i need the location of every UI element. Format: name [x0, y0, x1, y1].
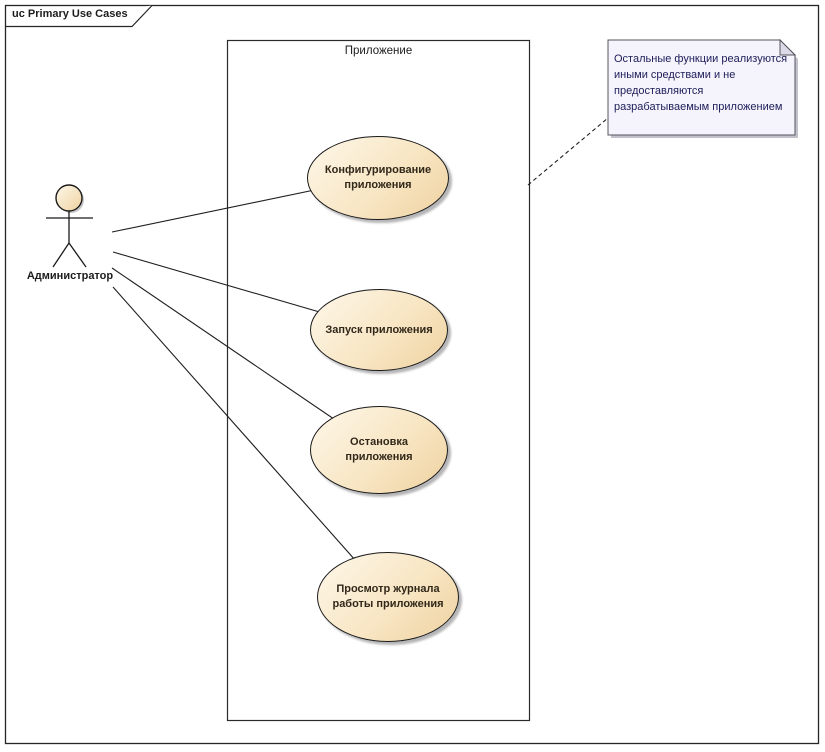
- usecase-start-application: Запуск приложения: [310, 289, 448, 371]
- usecase-label: Запуск приложения: [325, 323, 433, 336]
- diagram-frame: [4, 4, 820, 745]
- usecase-view-log: Просмотр журнала работы приложения: [317, 552, 459, 642]
- association-viewlog: [112, 286, 388, 597]
- actor-body: [46, 211, 93, 268]
- actor-head: [55, 184, 83, 212]
- note-body: [607, 39, 796, 136]
- system-boundary-label: Приложение: [344, 45, 413, 57]
- usecase-configure-application: Конфигурирование приложения: [307, 136, 449, 220]
- usecase-label: Конфигурирование приложения: [324, 164, 432, 191]
- usecase-label: Просмотр журнала работы приложения: [332, 583, 444, 610]
- frame-title-tab: [5, 5, 153, 28]
- note-shape: [607, 38, 798, 138]
- usecase-label: Остановка приложения: [345, 436, 413, 463]
- actor-label: Администратор: [26, 270, 114, 282]
- actor-figure: [46, 184, 93, 268]
- note-fold-corner-icon: [779, 38, 797, 56]
- note-text: Остальные функции реализуются иными сред…: [614, 53, 788, 113]
- note-attachment-line: [527, 117, 609, 186]
- frame-title: uc Primary Use Cases: [12, 8, 128, 20]
- usecase-stop-application: Остановка приложения: [310, 406, 448, 494]
